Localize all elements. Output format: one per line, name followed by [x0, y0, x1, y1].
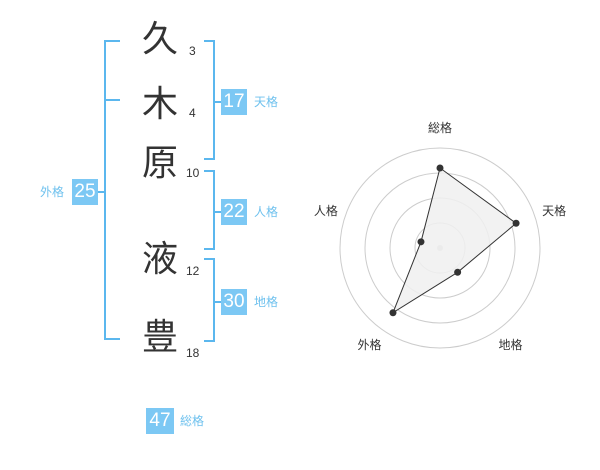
- chikaku-bracket-vertical: [213, 258, 215, 342]
- gaikaku-bracket-vertical: [104, 40, 106, 340]
- radar-point-2: [454, 268, 462, 276]
- gaikaku-bracket-bottom: [104, 338, 120, 340]
- jinkaku-bracket-top: [204, 170, 214, 172]
- radar-point-1: [512, 219, 520, 227]
- jinkaku-bracket-bottom: [204, 248, 214, 250]
- stroke-count-4: 12: [186, 264, 200, 278]
- name-char-3: 原: [141, 143, 178, 184]
- chikaku-connector: [214, 301, 222, 303]
- jinkaku-label: 人格: [254, 205, 279, 219]
- name-char-5: 豊: [141, 317, 178, 358]
- radar-point-0: [436, 164, 444, 172]
- chikaku-label: 地格: [254, 295, 279, 309]
- jinkaku-value: 22: [221, 199, 247, 225]
- gaikaku-connector: [97, 191, 105, 193]
- gaikaku-label: 外格: [40, 185, 65, 199]
- chikaku-value: 30: [221, 289, 247, 315]
- soukaku-label: 総格: [180, 414, 205, 428]
- radar-axis-label-3: 外格: [357, 337, 381, 352]
- stroke-count-5: 18: [186, 346, 200, 360]
- stroke-count-2: 4: [189, 106, 196, 120]
- gaikaku-bracket-top: [104, 40, 120, 42]
- name-char-2: 木: [141, 84, 178, 125]
- jinkaku-connector: [214, 211, 222, 213]
- radar-ring-4: [339, 147, 541, 349]
- gaikaku-bracket-mid: [104, 99, 120, 101]
- soukaku-value: 47: [146, 408, 174, 434]
- tenkaku-bracket-vertical: [213, 40, 215, 160]
- tenkaku-value: 17: [221, 89, 247, 115]
- radar-axis-label-1: 天格: [542, 203, 566, 218]
- stroke-count-1: 3: [189, 44, 196, 58]
- radar-polygon: [391, 167, 517, 314]
- chikaku-bracket-bottom: [204, 340, 214, 342]
- tenkaku-connector: [214, 101, 222, 103]
- tenkaku-bracket-top: [204, 40, 214, 42]
- gaikaku-value: 25: [72, 179, 98, 205]
- name-char-1: 久: [141, 19, 178, 60]
- radar-point-3: [389, 309, 397, 317]
- chikaku-bracket-top: [204, 258, 214, 260]
- radar-axis-label-2: 地格: [498, 337, 522, 352]
- jinkaku-bracket-vertical: [213, 170, 215, 250]
- tenkaku-bracket-bottom: [204, 158, 214, 160]
- tenkaku-label: 天格: [254, 95, 279, 109]
- name-char-4: 液: [141, 239, 178, 280]
- radar-point-4: [417, 238, 425, 246]
- radar-axis-label-0: 総格: [428, 120, 452, 135]
- stroke-count-3: 10: [186, 166, 200, 180]
- radar-axis-label-4: 人格: [314, 203, 338, 218]
